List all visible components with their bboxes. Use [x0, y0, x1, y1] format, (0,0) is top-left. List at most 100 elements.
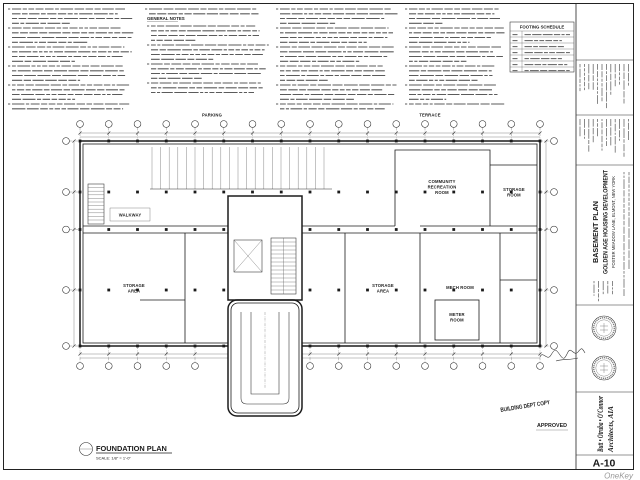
column [78, 139, 82, 143]
column [337, 344, 341, 348]
label-terrace: TERRACE [419, 113, 440, 118]
parking-stalls [150, 147, 332, 190]
column [394, 139, 398, 143]
grid-bubble [550, 225, 558, 234]
grid-bubble [478, 362, 487, 370]
dimension-tick [544, 139, 548, 143]
grid-bubble [191, 362, 199, 370]
column [509, 139, 513, 143]
label-meter-room-line1: METER [449, 312, 464, 317]
project-title: GOLDEN AGE HOUSING DEVELOPMENT [603, 170, 610, 274]
grid-bubble [550, 188, 558, 196]
label-walkway: WALKWAY [119, 213, 142, 218]
column [222, 288, 226, 292]
foundation-plan: PARKING TERRACE WALKWAY COMMUNITY RECREA… [62, 113, 558, 417]
column [164, 139, 168, 143]
column [193, 190, 197, 194]
seal-ring-inner [595, 359, 613, 377]
column [222, 228, 226, 231]
column [394, 228, 398, 231]
column [308, 344, 312, 348]
dimension-tick [72, 227, 76, 232]
grid-bubble [162, 362, 170, 370]
plan-title: FOUNDATION PLAN [96, 444, 167, 453]
grid-bubble [550, 137, 558, 145]
title-block: BASEMENT PLAN GOLDEN AGE HOUSING DEVELOP… [575, 3, 634, 470]
column [78, 190, 82, 194]
grid-bubble [335, 120, 343, 128]
grid-bubble [105, 120, 113, 128]
core-walls [227, 195, 303, 301]
column [481, 228, 484, 231]
plan-scale: SCALE: 1/8" = 1'-0" [96, 456, 131, 461]
column [164, 288, 168, 292]
engineer-seal [591, 355, 617, 381]
seal-ring-outer [591, 315, 617, 341]
seal-emblem [600, 363, 608, 373]
column [394, 344, 398, 348]
grid-bubble [76, 362, 84, 370]
grid-bubble [450, 120, 458, 128]
column [107, 288, 111, 292]
column [308, 228, 312, 231]
label-parking: PARKING [202, 113, 222, 118]
footing-schedule-title: FOOTING SCHEDULE [520, 24, 565, 29]
grid-bubble [277, 120, 285, 128]
column [366, 344, 369, 348]
column [394, 190, 398, 194]
walkway-outline [109, 207, 151, 222]
architect-seal [591, 315, 617, 341]
seal-emblem [600, 323, 608, 333]
grid-bubble [507, 120, 515, 128]
ramp-inner-rail [250, 312, 280, 395]
column [481, 344, 484, 348]
grid-bubble [62, 342, 70, 350]
column [452, 288, 456, 292]
column [193, 139, 197, 143]
label-community-room-line1: COMMUNITY [428, 179, 455, 184]
column [251, 190, 254, 194]
meter-room-walls [434, 299, 480, 341]
column [107, 344, 111, 348]
grid-bubble [335, 362, 343, 370]
elevator-shaft [233, 239, 263, 273]
column [423, 190, 427, 194]
grid-bubble [363, 362, 372, 370]
ramp-outer-rail [240, 312, 290, 405]
grid-bubble [62, 188, 70, 196]
column [251, 139, 254, 143]
column [481, 288, 484, 292]
grid-bubble [392, 362, 400, 370]
seal-ring-lettering [593, 357, 615, 379]
column [107, 139, 111, 143]
core-stair-treads [271, 241, 296, 291]
column [337, 139, 341, 143]
column [538, 288, 542, 292]
project-address: FOSTER MEADOW LANE, ELMONT, NEW YORK [611, 176, 616, 268]
column [452, 344, 456, 348]
footing-schedule-frame [509, 21, 575, 73]
grid-bubble [62, 286, 70, 294]
grid-bubble [62, 225, 70, 234]
column [481, 190, 484, 194]
column [366, 288, 369, 292]
column [509, 288, 513, 292]
column [337, 228, 341, 231]
grid-bubble [162, 120, 170, 128]
column [337, 190, 341, 194]
ramp-wall-inner [230, 302, 300, 414]
grid-bubble [105, 362, 113, 370]
column [107, 228, 111, 231]
label-storage-room-line2: ROOM [507, 193, 521, 198]
grid-bubble [306, 362, 314, 370]
column [538, 344, 542, 348]
footing-schedule: FOOTING SCHEDULE [509, 21, 575, 73]
column [538, 190, 542, 194]
title-block-small-text [579, 64, 630, 302]
column [423, 344, 427, 348]
grid-bubble [363, 120, 372, 128]
grid-bubble [133, 120, 142, 128]
seal-ring-lettering [593, 317, 615, 339]
label-storage-area-east-line1: STORAGE [372, 283, 394, 288]
general-notes-heading: GENERAL NOTES [147, 16, 185, 21]
